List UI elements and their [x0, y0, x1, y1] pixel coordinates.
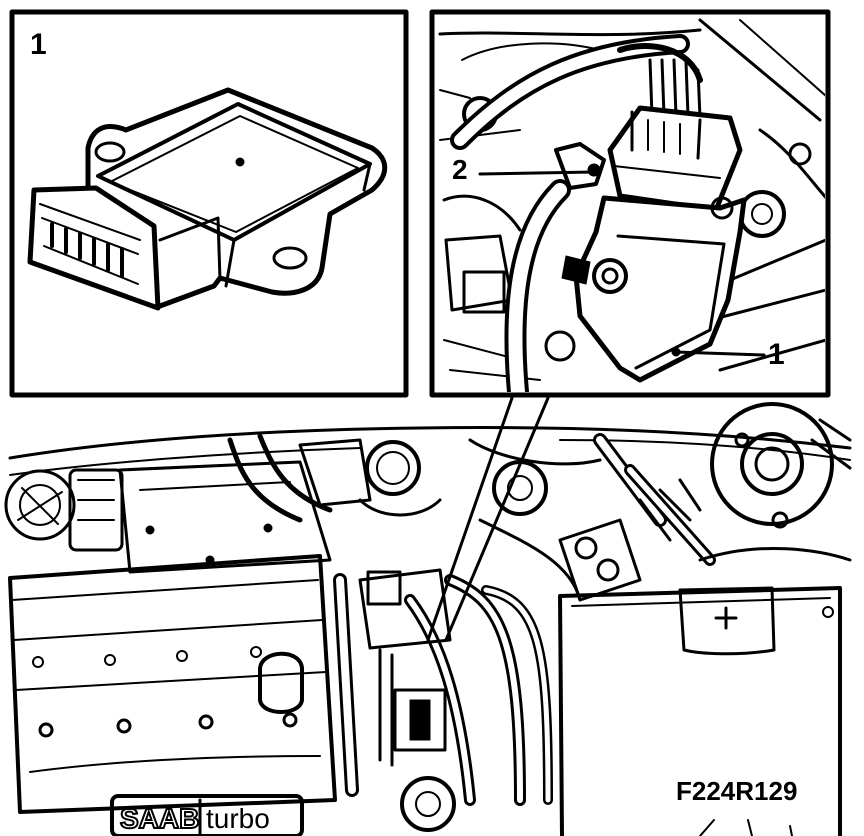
figure-id: F224R129	[676, 776, 798, 806]
inset-leader-lines	[426, 396, 550, 642]
inset-right-callout-1: 1	[768, 338, 785, 371]
badge-suffix: turbo	[206, 803, 270, 834]
inset-right-callout-2: 2	[452, 154, 468, 185]
ignition-unit-module-illustration	[27, 87, 388, 311]
engine-bay-drawing	[4, 402, 852, 836]
cover-badge	[110, 794, 304, 836]
saab-turbo-logo: SAAB turbo	[119, 802, 270, 835]
callout-leader-2	[478, 167, 599, 177]
inset-left-callout-1: 1	[30, 28, 47, 61]
mounted-ignition-unit-illustration	[438, 18, 825, 392]
badge-brand: SAAB	[120, 803, 199, 834]
callout-leader-1	[671, 347, 766, 357]
